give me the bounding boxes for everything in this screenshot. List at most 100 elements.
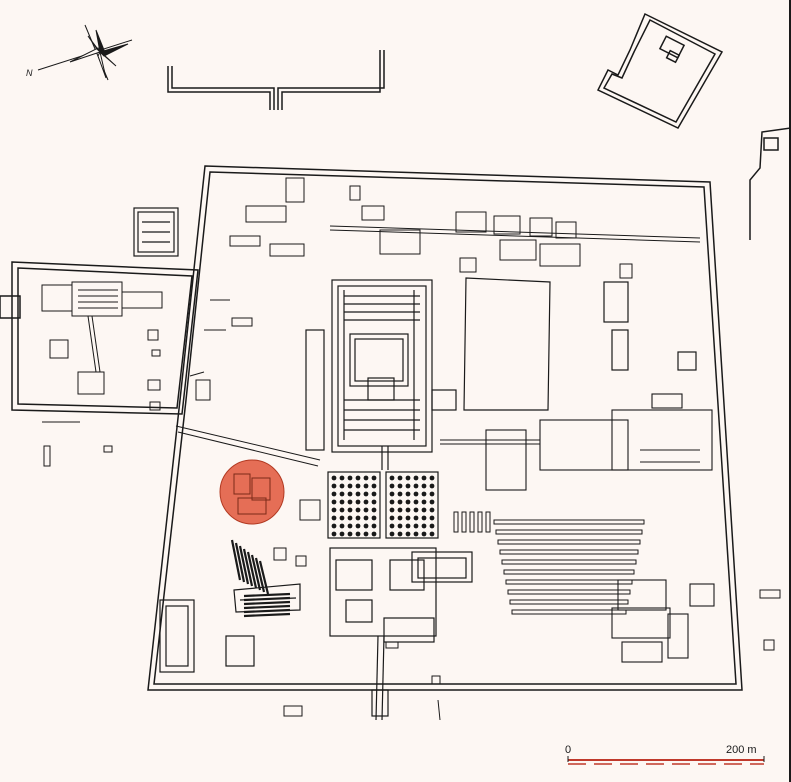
hall-columns bbox=[331, 475, 435, 537]
east-building-block bbox=[440, 393, 713, 491]
hall-column bbox=[355, 483, 361, 489]
row-building bbox=[243, 612, 291, 618]
scale-end-label: 200 m bbox=[726, 744, 757, 756]
row-building bbox=[242, 548, 254, 587]
hall-column bbox=[339, 531, 345, 537]
storage-hall bbox=[469, 511, 475, 533]
west-annex-enclosure bbox=[0, 261, 199, 415]
hall-column bbox=[413, 475, 419, 481]
hall-column bbox=[347, 475, 353, 481]
hall-column bbox=[397, 491, 403, 497]
hall-column bbox=[421, 523, 427, 529]
hall-column bbox=[331, 499, 337, 505]
south-fragments bbox=[283, 589, 781, 721]
hall-column bbox=[413, 531, 419, 537]
scale-start-label: 0 bbox=[565, 744, 571, 756]
west-wall-fragments bbox=[42, 299, 321, 567]
hall-column bbox=[355, 475, 361, 481]
hall-column bbox=[355, 523, 361, 529]
hall-column bbox=[389, 483, 395, 489]
hall-column bbox=[429, 523, 435, 529]
south-palace-area bbox=[329, 547, 473, 721]
hall-column bbox=[355, 491, 361, 497]
hall-column bbox=[371, 475, 377, 481]
hall-column bbox=[421, 499, 427, 505]
hall-column bbox=[413, 499, 419, 505]
hall-column bbox=[339, 483, 345, 489]
storage-hall bbox=[507, 589, 631, 595]
row-building bbox=[238, 545, 250, 585]
hall-column bbox=[371, 515, 377, 521]
row-building bbox=[230, 539, 242, 581]
columned-hall-west bbox=[327, 471, 381, 539]
hall-column bbox=[405, 531, 411, 537]
hall-column bbox=[405, 499, 411, 505]
hall-column bbox=[363, 515, 369, 521]
central-palace-complex bbox=[305, 279, 457, 470]
storage-halls bbox=[453, 511, 645, 615]
storage-hall bbox=[497, 539, 641, 545]
hall-column bbox=[389, 531, 395, 537]
storage-hall bbox=[505, 579, 633, 585]
hall-column bbox=[347, 483, 353, 489]
hall-column bbox=[331, 491, 337, 497]
northwest-square-building bbox=[133, 207, 179, 257]
highlighted-building bbox=[233, 473, 271, 515]
hall-column bbox=[421, 475, 427, 481]
main-enclosure-wall bbox=[147, 165, 743, 691]
scale-bar bbox=[567, 756, 765, 765]
hall-column bbox=[405, 475, 411, 481]
row-building bbox=[243, 600, 291, 606]
hall-column bbox=[347, 499, 353, 505]
hall-column bbox=[405, 507, 411, 513]
hall-column bbox=[397, 515, 403, 521]
hall-column bbox=[355, 507, 361, 513]
hall-column bbox=[429, 531, 435, 537]
east-edge-structure bbox=[749, 127, 789, 240]
hall-column bbox=[331, 507, 337, 513]
hall-column bbox=[339, 523, 345, 529]
hall-column bbox=[429, 499, 435, 505]
hall-column bbox=[363, 531, 369, 537]
hall-column bbox=[371, 507, 377, 513]
storage-hall bbox=[509, 599, 629, 605]
hall-column bbox=[363, 483, 369, 489]
row-building bbox=[243, 608, 291, 614]
hall-column bbox=[355, 515, 361, 521]
hall-column bbox=[347, 491, 353, 497]
hall-column bbox=[413, 491, 419, 497]
row-building bbox=[243, 592, 291, 598]
hall-column bbox=[397, 531, 403, 537]
hall-column bbox=[405, 491, 411, 497]
hall-column bbox=[331, 523, 337, 529]
hall-column bbox=[363, 491, 369, 497]
hall-column bbox=[371, 523, 377, 529]
hall-column bbox=[347, 507, 353, 513]
columned-hall-east bbox=[385, 471, 439, 539]
storage-hall bbox=[477, 511, 483, 533]
storage-hall bbox=[499, 549, 639, 555]
north-arrow-icon bbox=[37, 24, 133, 81]
hall-column bbox=[429, 483, 435, 489]
hall-column bbox=[331, 475, 337, 481]
hall-column bbox=[421, 483, 427, 489]
hall-column bbox=[389, 523, 395, 529]
hall-column bbox=[371, 531, 377, 537]
hall-column bbox=[339, 475, 345, 481]
hall-column bbox=[355, 499, 361, 505]
hall-column bbox=[347, 531, 353, 537]
hall-column bbox=[397, 475, 403, 481]
hall-column bbox=[389, 491, 395, 497]
north-building-rows bbox=[229, 177, 701, 279]
storage-hall bbox=[493, 519, 645, 525]
hall-column bbox=[331, 483, 337, 489]
storage-hall bbox=[461, 511, 467, 533]
hall-column bbox=[363, 475, 369, 481]
northeast-small-enclosure bbox=[596, 12, 724, 129]
storage-hall bbox=[485, 511, 491, 533]
storage-hall bbox=[503, 569, 635, 575]
storage-hall bbox=[495, 529, 643, 535]
row-building bbox=[234, 542, 246, 583]
storage-hall bbox=[501, 559, 637, 565]
hall-column bbox=[405, 515, 411, 521]
